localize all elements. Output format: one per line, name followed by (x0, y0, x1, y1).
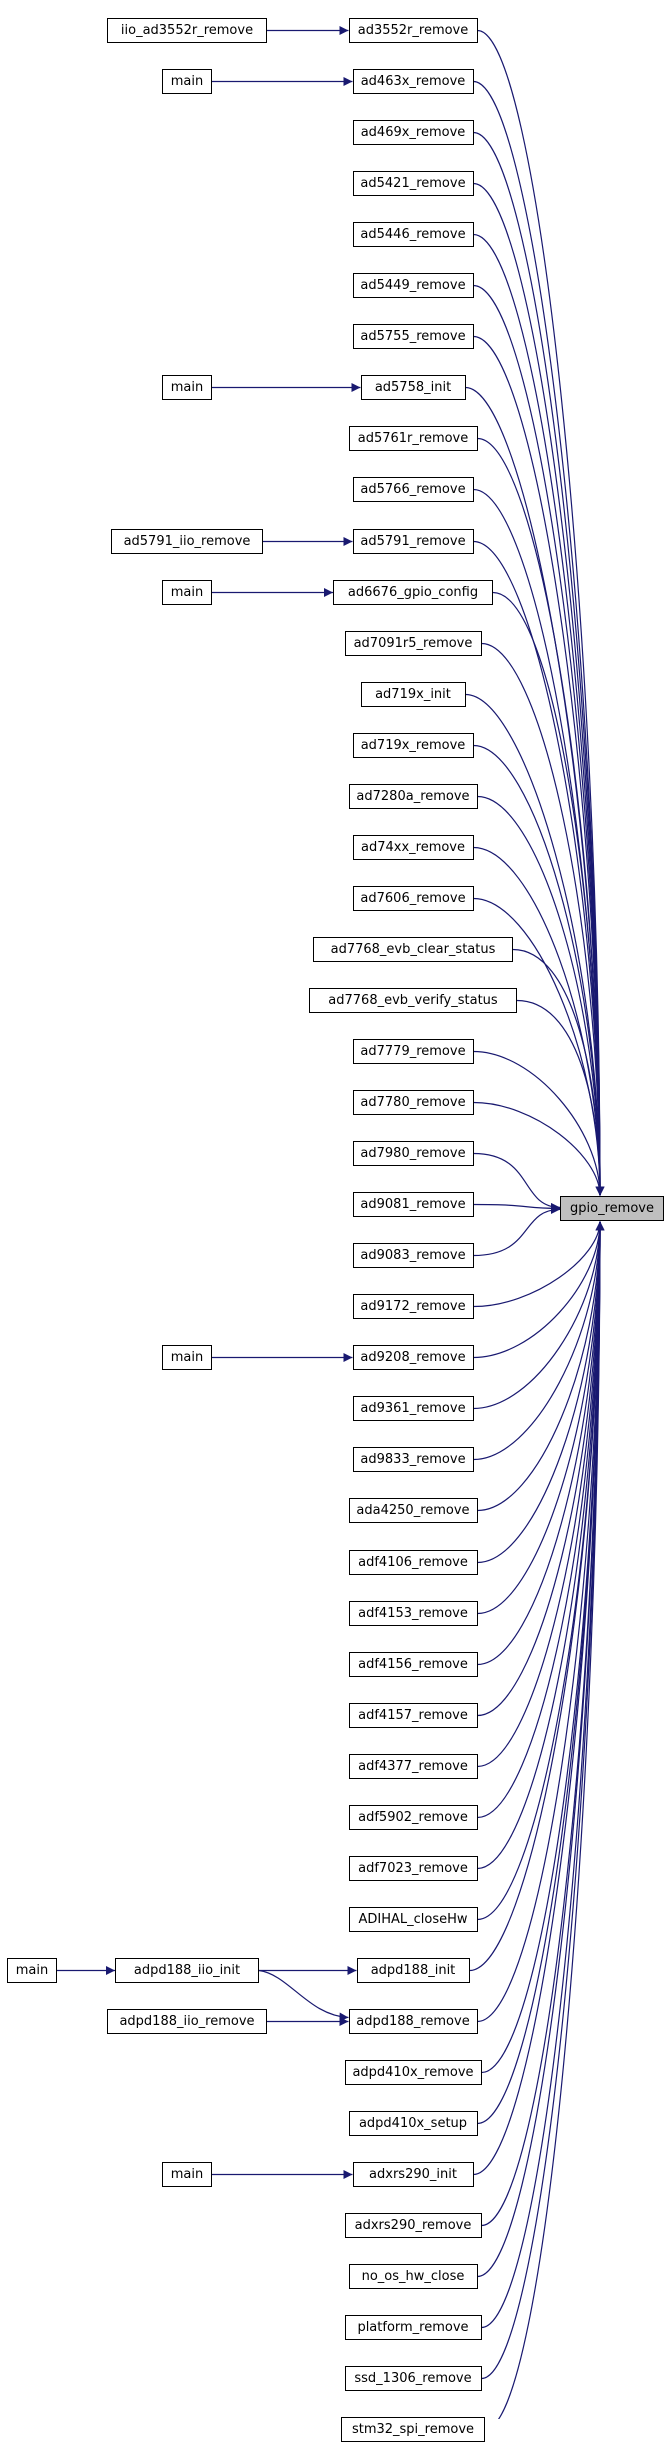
edge-ad7768-evb-verify-status-to-gpio-remove (516, 999, 605, 1196)
node-ad7091r5-remove[interactable]: ad7091r5_remove (344, 631, 482, 656)
node-ad469x-remove[interactable]: ad469x_remove (352, 120, 474, 145)
node-ad7768-evb-verify-status[interactable]: ad7768_evb_verify_status (309, 988, 517, 1013)
edge-ad5761r-remove-to-gpio-remove (477, 437, 605, 1196)
edge-adf5902-remove-to-gpio-remove (477, 1221, 605, 1819)
node-ad9833-remove[interactable]: ad9833_remove (352, 1447, 474, 1472)
node-main[interactable]: main (162, 69, 212, 94)
edge-adf4156-remove-to-gpio-remove (477, 1221, 605, 1666)
edge-ad7980-remove-to-gpio-remove (473, 1152, 561, 1212)
node-adpd188-remove[interactable]: adpd188_remove (348, 2009, 478, 2034)
edge-adf4377-remove-to-gpio-remove (477, 1221, 605, 1768)
node-ad3552r-remove[interactable]: ad3552r_remove (348, 18, 478, 43)
node-ad6676-gpio-config[interactable]: ad6676_gpio_config (333, 580, 493, 605)
edge-ad9083-remove-to-gpio-remove (473, 1204, 561, 1257)
node-adpd188-iio-init[interactable]: adpd188_iio_init (115, 1958, 259, 1983)
edge-adxrs290-init-to-gpio-remove (473, 1221, 605, 2176)
node-ad7768-evb-clear-status[interactable]: ad7768_evb_clear_status (313, 937, 513, 962)
edge-adpd188-remove-to-gpio-remove (477, 1221, 605, 2023)
node-ad5755-remove[interactable]: ad5755_remove (352, 324, 474, 349)
node-ad7779-remove[interactable]: ad7779_remove (352, 1039, 474, 1064)
node-ad9172-remove[interactable]: ad9172_remove (352, 1294, 474, 1319)
node-adpd188-init[interactable]: adpd188_init (356, 1958, 470, 1983)
node-adihal-closehw[interactable]: ADIHAL_closeHw (348, 1907, 478, 1932)
node-ad9083-remove[interactable]: ad9083_remove (352, 1243, 474, 1268)
node-ad5766-remove[interactable]: ad5766_remove (352, 477, 474, 502)
node-adpd410x-remove[interactable]: adpd410x_remove (344, 2060, 482, 2085)
node-main[interactable]: main (162, 375, 212, 400)
node-ad5758-init[interactable]: ad5758_init (360, 375, 466, 400)
node-main[interactable]: main (162, 580, 212, 605)
node-ad7780-remove[interactable]: ad7780_remove (352, 1090, 474, 1115)
node-ad5421-remove[interactable]: ad5421_remove (352, 171, 474, 196)
node-ad74xx-remove[interactable]: ad74xx_remove (352, 835, 474, 860)
edge-ad9833-remove-to-gpio-remove (473, 1221, 605, 1461)
node-main[interactable]: main (162, 2162, 212, 2187)
node-iio-ad3552r-remove[interactable]: iio_ad3552r_remove (107, 18, 267, 43)
node-ssd-1306-remove[interactable]: ssd_1306_remove (344, 2366, 482, 2391)
node-main[interactable]: main (7, 1958, 57, 1983)
node-main[interactable]: main (162, 1345, 212, 1370)
edge-adpd188-iio-init-to-adpd188-remove-0 (258, 1969, 349, 2022)
node-adf4153-remove[interactable]: adf4153_remove (348, 1601, 478, 1626)
edge-adpd188-init-to-gpio-remove (469, 1221, 605, 1972)
edge-ad7779-remove-to-gpio-remove (473, 1050, 605, 1196)
node-target-gpio-remove[interactable]: gpio_remove (560, 1196, 664, 1221)
node-ad9361-remove[interactable]: ad9361_remove (352, 1396, 474, 1421)
edge-ad5755-remove-to-gpio-remove (473, 335, 605, 1196)
node-ad7280a-remove[interactable]: ad7280a_remove (348, 784, 478, 809)
node-ad5761r-remove[interactable]: ad5761r_remove (348, 426, 478, 451)
node-adxrs290-remove[interactable]: adxrs290_remove (344, 2213, 482, 2238)
node-ad719x-init[interactable]: ad719x_init (360, 682, 466, 707)
node-no-os-hw-close[interactable]: no_os_hw_close (348, 2264, 478, 2289)
edge-adf4153-remove-to-gpio-remove (477, 1221, 605, 1615)
node-ad9081-remove[interactable]: ad9081_remove (352, 1192, 474, 1217)
edge-ad7091r5-remove-to-gpio-remove (481, 642, 605, 1196)
node-adxrs290-init[interactable]: adxrs290_init (352, 2162, 474, 2187)
edge-ad6676-gpio-config-to-gpio-remove (492, 591, 605, 1196)
node-ad7980-remove[interactable]: ad7980_remove (352, 1141, 474, 1166)
edge-ad9361-remove-to-gpio-remove (473, 1221, 605, 1410)
edge-ad9172-remove-to-gpio-remove (473, 1221, 605, 1308)
edge-ad9208-remove-to-gpio-remove (473, 1221, 605, 1359)
node-stm32-spi-remove[interactable]: stm32_spi_remove (341, 2417, 485, 2442)
edge-adf4157-remove-to-gpio-remove (477, 1221, 605, 1717)
edge-ad719x-remove-to-gpio-remove (473, 744, 605, 1196)
node-ada4250-remove[interactable]: ada4250_remove (348, 1498, 478, 1523)
edge-stm32-spi-remove-to-gpio-remove (497, 1221, 605, 2419)
edge-ad5791-remove-to-gpio-remove (473, 540, 605, 1196)
node-adf4377-remove[interactable]: adf4377_remove (348, 1754, 478, 1779)
node-ad5449-remove[interactable]: ad5449_remove (352, 273, 474, 298)
edge-ad7280a-remove-to-gpio-remove (477, 795, 605, 1196)
edge-ada4250-remove-to-gpio-remove (477, 1221, 605, 1512)
node-adpd188-iio-remove[interactable]: adpd188_iio_remove (107, 2009, 267, 2034)
node-ad9208-remove[interactable]: ad9208_remove (352, 1345, 474, 1370)
edge-ad7780-remove-to-gpio-remove (473, 1101, 605, 1196)
node-platform-remove[interactable]: platform_remove (344, 2315, 482, 2340)
edge-adf4106-remove-to-gpio-remove (477, 1221, 605, 1564)
node-adf5902-remove[interactable]: adf5902_remove (348, 1805, 478, 1830)
node-ad5791-iio-remove[interactable]: ad5791_iio_remove (111, 529, 263, 554)
node-ad5446-remove[interactable]: ad5446_remove (352, 222, 474, 247)
node-adf4156-remove[interactable]: adf4156_remove (348, 1652, 478, 1677)
node-ad463x-remove[interactable]: ad463x_remove (352, 69, 474, 94)
edge-ad9081-remove-to-gpio-remove (473, 1203, 561, 1213)
node-ad719x-remove[interactable]: ad719x_remove (352, 733, 474, 758)
node-ad7606-remove[interactable]: ad7606_remove (352, 886, 474, 911)
node-adf4157-remove[interactable]: adf4157_remove (348, 1703, 478, 1728)
node-adpd410x-setup[interactable]: adpd410x_setup (348, 2111, 478, 2136)
node-adf7023-remove[interactable]: adf7023_remove (348, 1856, 478, 1881)
node-ad5791-remove[interactable]: ad5791_remove (352, 529, 474, 554)
node-adf4106-remove[interactable]: adf4106_remove (348, 1550, 478, 1575)
